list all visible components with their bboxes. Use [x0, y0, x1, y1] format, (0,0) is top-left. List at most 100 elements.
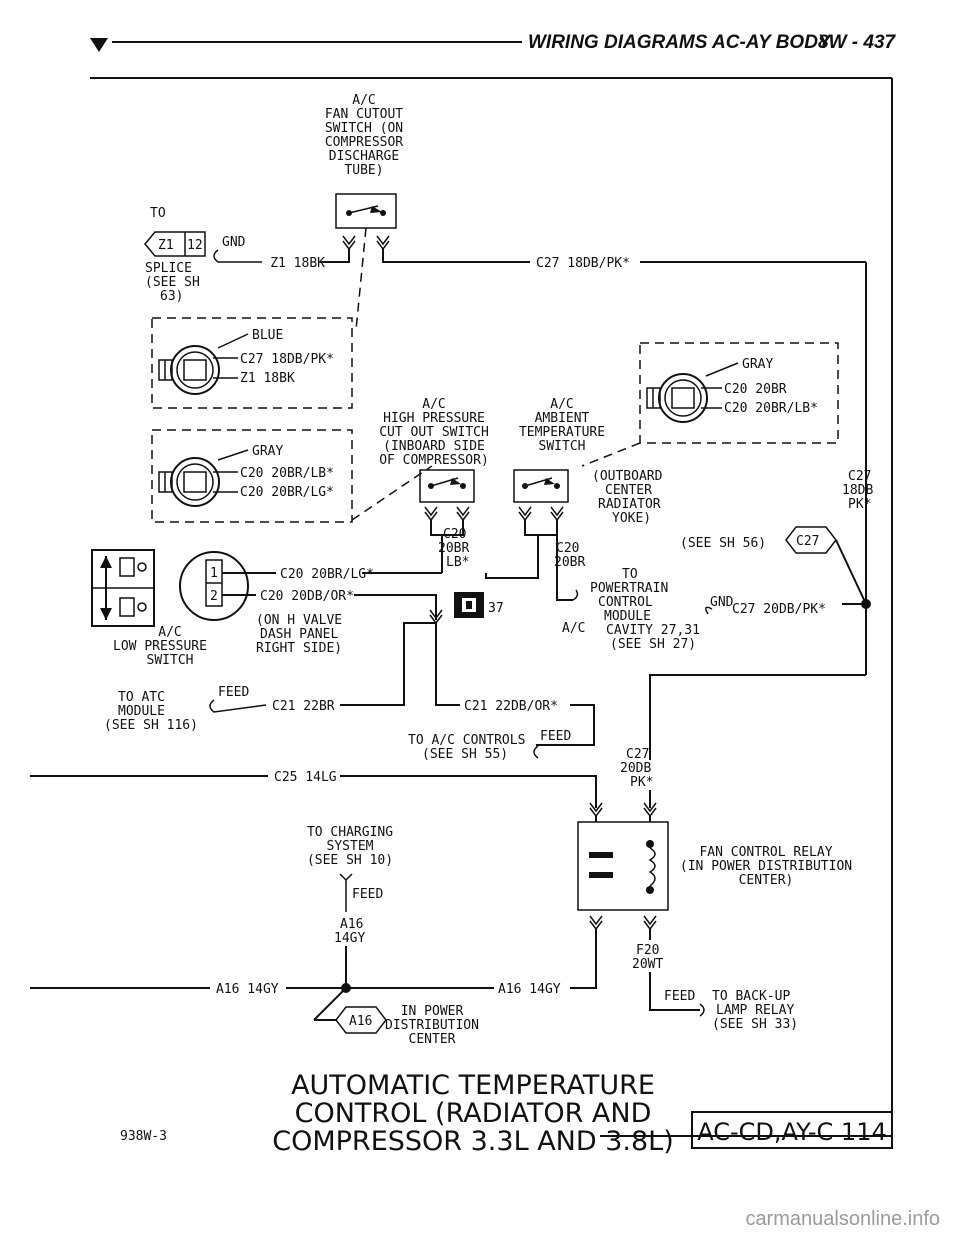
svg-text:A/C: A/C	[550, 397, 573, 412]
svg-text:MODULE: MODULE	[118, 704, 165, 719]
diagram-title-line-3: COMPRESSOR 3.3L AND 3.8L)	[272, 1126, 674, 1157]
svg-text:COMPRESSOR: COMPRESSOR	[325, 135, 403, 150]
svg-text:(OUTBOARD: (OUTBOARD	[592, 469, 663, 484]
svg-text:AMBIENT: AMBIENT	[535, 411, 590, 426]
low-pressure-switch-symbol: 1 2	[91, 549, 249, 627]
to-atc-module-note: TO ATC MODULE (SEE SH 116)	[104, 690, 198, 733]
svg-text:OF COMPRESSOR): OF COMPRESSOR)	[379, 453, 489, 468]
svg-text:CAVITY 27,31: CAVITY 27,31	[606, 623, 700, 638]
svg-text:LAMP RELAY: LAMP RELAY	[716, 1003, 794, 1018]
in-pdc-note: IN POWER DISTRIBUTION CENTER	[385, 1004, 479, 1047]
svg-text:(SEE SH 27): (SEE SH 27)	[610, 637, 696, 652]
c20-20br-label: C20 20BR	[554, 541, 585, 570]
figure-number: 938W-3	[120, 1129, 167, 1144]
svg-text:SYSTEM: SYSTEM	[327, 839, 374, 854]
svg-text:(SEE SH 10): (SEE SH 10)	[307, 853, 393, 868]
h-valve-note: (ON H VALVE DASH PANEL RIGHT SIDE)	[256, 613, 342, 656]
ambient-switch-label: A/C AMBIENT TEMPERATURE SWITCH	[519, 397, 605, 454]
wire-c27-18db-pk-top	[382, 249, 530, 263]
right-c27-18db-label: C27 18DB PK*	[842, 469, 873, 512]
fan-control-relay-label: FAN CONTROL RELAY (IN POWER DISTRIBUTION…	[680, 845, 852, 888]
svg-text:(SEE SH 116): (SEE SH 116)	[104, 718, 198, 733]
svg-text:C27: C27	[626, 747, 649, 762]
svg-text:RIGHT SIDE): RIGHT SIDE)	[256, 641, 342, 656]
wire-c21-22db-or	[435, 623, 460, 706]
f20-20wt-label: F20 20WT	[632, 943, 663, 972]
svg-text:CENTER: CENTER	[409, 1032, 456, 1047]
ac-label: A/C	[562, 621, 585, 636]
c27-20db-pk-label: C27 20DB PK*	[620, 747, 653, 790]
svg-text:C20: C20	[443, 527, 466, 542]
controls-feed-label: FEED	[540, 729, 571, 744]
splice-gnd-label: GND	[222, 235, 246, 250]
svg-text:(SEE SH 55): (SEE SH 55)	[422, 747, 508, 762]
svg-text:SPLICE: SPLICE	[145, 261, 192, 276]
see-sh-56-label: (SEE SH 56)	[680, 536, 766, 551]
wire-a16-right-label: A16 14GY	[498, 982, 561, 997]
connector-gray-left: GRAY C20 20BR/LB* C20 20BR/LG*	[151, 429, 353, 523]
svg-text:SWITCH: SWITCH	[539, 439, 586, 454]
svg-text:SWITCH: SWITCH	[147, 653, 194, 668]
svg-text:(IN POWER DISTRIBUTION: (IN POWER DISTRIBUTION	[680, 859, 852, 874]
svg-text:A16: A16	[349, 1014, 372, 1029]
svg-text:37: 37	[488, 601, 504, 616]
a16-splice-tag: A16	[335, 1006, 387, 1034]
svg-text:C20 20BR/LB*: C20 20BR/LB*	[240, 466, 334, 481]
header-page-number: 8W - 437	[818, 32, 897, 53]
svg-text:12: 12	[187, 238, 203, 253]
fan-control-relay-symbol	[577, 802, 669, 931]
svg-text:14GY: 14GY	[334, 931, 365, 946]
wire-c27-20db-label: C27 20DB/PK*	[732, 602, 826, 617]
svg-text:2: 2	[210, 589, 218, 604]
wire-c25-label: C25 14LG	[274, 770, 337, 785]
connector-gray-right: GRAY C20 20BR C20 20BR/LB*	[639, 342, 839, 444]
svg-text:TO A/C CONTROLS: TO A/C CONTROLS	[408, 733, 525, 748]
svg-text:20WT: 20WT	[632, 957, 663, 972]
diagram-code: AC-CD,AY-C 114	[697, 1118, 887, 1146]
svg-text:20DB: 20DB	[620, 761, 651, 776]
svg-text:POWERTRAIN: POWERTRAIN	[590, 581, 668, 596]
svg-text:C27: C27	[796, 534, 819, 549]
wire-c21-22br-label: C21 22BR	[272, 699, 335, 714]
to-backup-lamp-relay-note: TO BACK-UP LAMP RELAY (SEE SH 33)	[712, 989, 798, 1032]
connector-37-icon: 37	[454, 592, 504, 618]
svg-text:SWITCH (ON: SWITCH (ON	[325, 121, 403, 136]
svg-text:C20 20BR: C20 20BR	[724, 382, 787, 397]
svg-text:IN POWER: IN POWER	[401, 1004, 464, 1019]
svg-text:CENTER): CENTER)	[739, 873, 794, 888]
diagram-title-block: AUTOMATIC TEMPERATURE CONTROL (RADIATOR …	[272, 1070, 674, 1157]
svg-text:C20 20BR/LB*: C20 20BR/LB*	[724, 401, 818, 416]
to-charging-system-note: TO CHARGING SYSTEM (SEE SH 10)	[307, 825, 393, 868]
svg-text:FAN CONTROL RELAY: FAN CONTROL RELAY	[699, 845, 832, 860]
svg-text:18DB: 18DB	[842, 483, 873, 498]
svg-text:TO BACK-UP: TO BACK-UP	[712, 989, 790, 1004]
diagram-title-line-2: CONTROL (RADIATOR AND	[295, 1098, 652, 1129]
svg-text:CUT OUT SWITCH: CUT OUT SWITCH	[379, 425, 489, 440]
svg-text:HIGH PRESSURE: HIGH PRESSURE	[383, 411, 485, 426]
fan-cutout-switch-label: A/C FAN CUTOUT SWITCH (ON COMPRESSOR DIS…	[325, 93, 403, 178]
svg-text:20BR: 20BR	[554, 555, 585, 570]
splice-note: SPLICE (SEE SH 63)	[145, 261, 200, 304]
svg-text:DISCHARGE: DISCHARGE	[329, 149, 399, 164]
svg-text:PK*: PK*	[630, 775, 653, 790]
svg-text:TO ATC: TO ATC	[118, 690, 165, 705]
svg-text:1: 1	[210, 566, 218, 581]
svg-text:FAN CUTOUT: FAN CUTOUT	[325, 107, 403, 122]
svg-text:63): 63)	[160, 289, 183, 304]
wire-c21-or-label: C21 22DB/OR*	[464, 699, 558, 714]
page-header: WIRING DIAGRAMS AC-AY BODY 8W - 437	[90, 32, 897, 53]
svg-text:TEMPERATURE: TEMPERATURE	[519, 425, 605, 440]
svg-text:C27: C27	[848, 469, 871, 484]
svg-text:(SEE SH: (SEE SH	[145, 275, 200, 290]
to-ac-controls-note: TO A/C CONTROLS (SEE SH 55)	[408, 733, 525, 762]
svg-text:A/C: A/C	[352, 93, 375, 108]
svg-text:LB*: LB*	[446, 555, 469, 570]
header-title: WIRING DIAGRAMS AC-AY BODY	[528, 32, 833, 53]
svg-text:(INBOARD SIDE: (INBOARD SIDE	[383, 439, 485, 454]
hp-cutout-switch-label: A/C HIGH PRESSURE CUT OUT SWITCH (INBOAR…	[379, 397, 489, 468]
dashed-link-to-ambient-switch	[581, 442, 641, 467]
switch-actuator-dashed-link	[355, 227, 367, 331]
diagram-title-line-1: AUTOMATIC TEMPERATURE	[291, 1070, 655, 1101]
